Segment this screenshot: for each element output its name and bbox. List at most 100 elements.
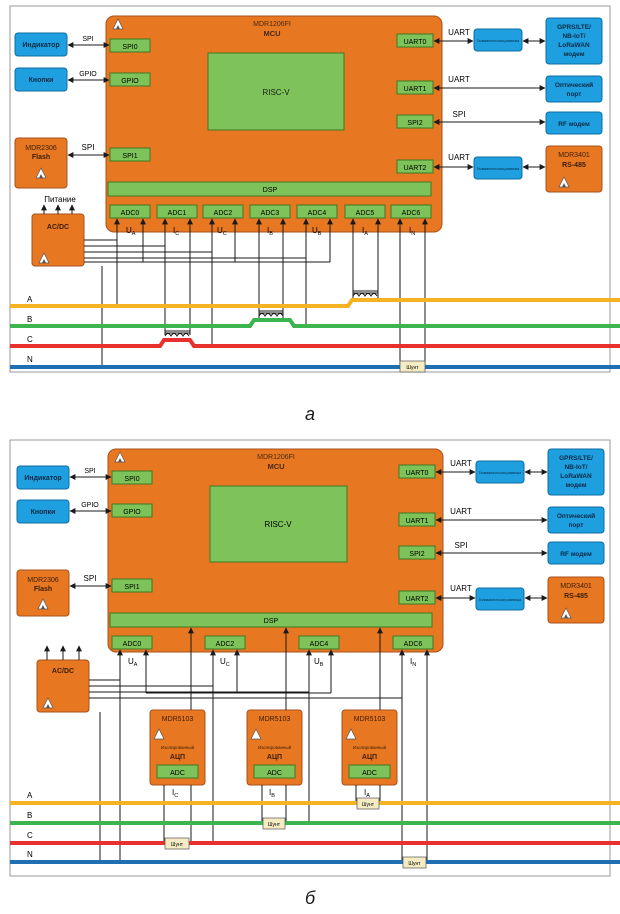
uart1-link-label: UART — [448, 75, 470, 84]
figure-b: MDR1206FI MCU RISC-V SPI0 GPIO SPI1 UART… — [9, 439, 620, 877]
rs485-subtitle: RS-485 — [564, 593, 588, 600]
phase-c-line — [10, 338, 620, 348]
rs485-logo-icon — [558, 176, 570, 188]
port-adc3-label: ADC3 — [261, 210, 280, 217]
ext-adc-3-name: АЦП — [362, 754, 377, 761]
phase-lines — [10, 298, 620, 369]
port-gpio — [111, 503, 153, 518]
optical-line-1: Оптический — [557, 512, 595, 520]
figure-a: MDR1206FI MCU RISC-V SPI0 GPIO SPI1 UART… — [9, 5, 620, 373]
galvanic-isolation-1 — [473, 28, 523, 52]
optical-line-2: порт — [569, 522, 584, 529]
signal-ub: UB — [312, 226, 322, 237]
signal-ub: UB — [314, 657, 324, 668]
riscv-core — [207, 52, 345, 131]
phase-c-label: C — [27, 335, 33, 344]
uart2-link-label: UART — [450, 584, 472, 593]
port-adc4-label: ADC4 — [310, 641, 329, 648]
flash-subtitle: Flash — [34, 586, 52, 593]
rs485-block — [547, 576, 605, 624]
mcu-title: MDR1206FI — [257, 454, 295, 461]
logo-icon — [250, 728, 262, 740]
port-adc4 — [298, 635, 340, 650]
power-arrows — [44, 645, 82, 660]
logo-icon — [112, 18, 124, 30]
port-adc4-label: ADC4 — [308, 210, 327, 217]
signal-in: IN — [409, 226, 415, 237]
acdc-label: AC/DC — [47, 224, 69, 231]
port-adc5-label: ADC5 — [356, 210, 375, 217]
flash-subtitle: Flash — [32, 154, 50, 161]
port-spi1-label: SPI1 — [124, 584, 139, 591]
port-gpio-label: GPIO — [121, 78, 139, 85]
spi1-link-label: SPI — [84, 574, 97, 583]
port-adc3 — [249, 204, 291, 219]
shunt-resistor-icon: Шунт — [164, 837, 190, 850]
modem-line-2: NB-IoT/ — [562, 33, 585, 40]
port-spi1 — [111, 578, 153, 593]
galvanic-isolation-2-label: Гальваническая развязка — [479, 598, 522, 602]
flash-block — [16, 569, 70, 617]
port-uart1-label: UART1 — [404, 86, 427, 93]
signal-ic: IC — [173, 226, 179, 237]
riscv-label: RISC-V — [262, 88, 290, 97]
power-label: Питание — [44, 195, 76, 204]
flash-title: MDR2306 — [25, 145, 57, 152]
phase-c-label: C — [27, 831, 33, 840]
phase-b-label: B — [27, 315, 32, 324]
signal-ia: IA — [364, 788, 370, 799]
port-gpio — [109, 72, 151, 87]
signal-uc: UC — [220, 657, 230, 668]
port-adc2 — [204, 635, 246, 650]
shunt-resistor-icon: Шунт — [356, 797, 380, 810]
ext-adc-1-name: АЦП — [170, 754, 185, 761]
port-uart1 — [398, 512, 436, 527]
rs485-logo-icon — [560, 607, 572, 619]
phase-a-label: A — [27, 295, 33, 304]
dsp-label: DSP — [264, 618, 279, 625]
logo-icon — [153, 728, 165, 740]
rf-modem-label: RF модем — [560, 551, 592, 558]
riscv-label: RISC-V — [264, 520, 292, 529]
port-spi0-label: SPI0 — [124, 476, 139, 483]
buttons-label: Кнопки — [31, 509, 56, 516]
ext-adc-3-title: MDR5103 — [354, 716, 386, 723]
galvanic-isolation-2 — [473, 156, 523, 180]
rf-modem-label: RF модем — [558, 121, 590, 128]
port-adc5 — [344, 204, 386, 219]
port-spi0-label: SPI0 — [122, 44, 137, 51]
signal-ib: IB — [267, 226, 273, 237]
shunt-label: Шунт — [171, 842, 184, 848]
ext-adc-2-title: MDR5103 — [259, 716, 291, 723]
current-transformer-icon — [164, 330, 190, 337]
shunt-label: Шунт — [406, 365, 419, 371]
spi2-link-label: SPI — [453, 110, 466, 119]
buttons-label: Кнопки — [29, 77, 54, 84]
modem-block — [545, 17, 603, 65]
flash-logo-icon — [37, 598, 49, 610]
port-adc6 — [390, 204, 432, 219]
port-adc6 — [392, 635, 434, 650]
caption-a: а — [305, 404, 315, 424]
dsp-bar — [107, 181, 432, 197]
signal-ib: IB — [269, 788, 275, 799]
modem-line-3: LoRaWAN — [558, 42, 590, 49]
phase-a-line — [10, 298, 620, 308]
optical-line-2: порт — [567, 91, 582, 98]
phase-n-label: N — [27, 355, 33, 364]
ext-adc-3-port: ADC — [362, 770, 377, 777]
shunt-label: Шунт — [268, 822, 281, 828]
port-uart0 — [396, 33, 434, 48]
ext-adc-2-desc: Изолированный — [258, 744, 292, 750]
ext-adc-2-port: ADC — [267, 770, 282, 777]
ext-adc-1-port: ADC — [170, 770, 185, 777]
spi0-link-label: SPI — [82, 36, 93, 43]
port-uart0 — [398, 464, 436, 479]
modem-line-1: GPRS/LTE/ — [557, 24, 591, 31]
galvanic-isolation-1-label: Гальваническая развязка — [477, 39, 520, 43]
modem-line-3: LoRaWAN — [560, 473, 592, 480]
adc-input-wires — [84, 218, 428, 367]
port-spi2 — [396, 114, 434, 129]
port-adc6-label: ADC6 — [402, 210, 421, 217]
port-adc1-label: ADC1 — [168, 210, 187, 217]
